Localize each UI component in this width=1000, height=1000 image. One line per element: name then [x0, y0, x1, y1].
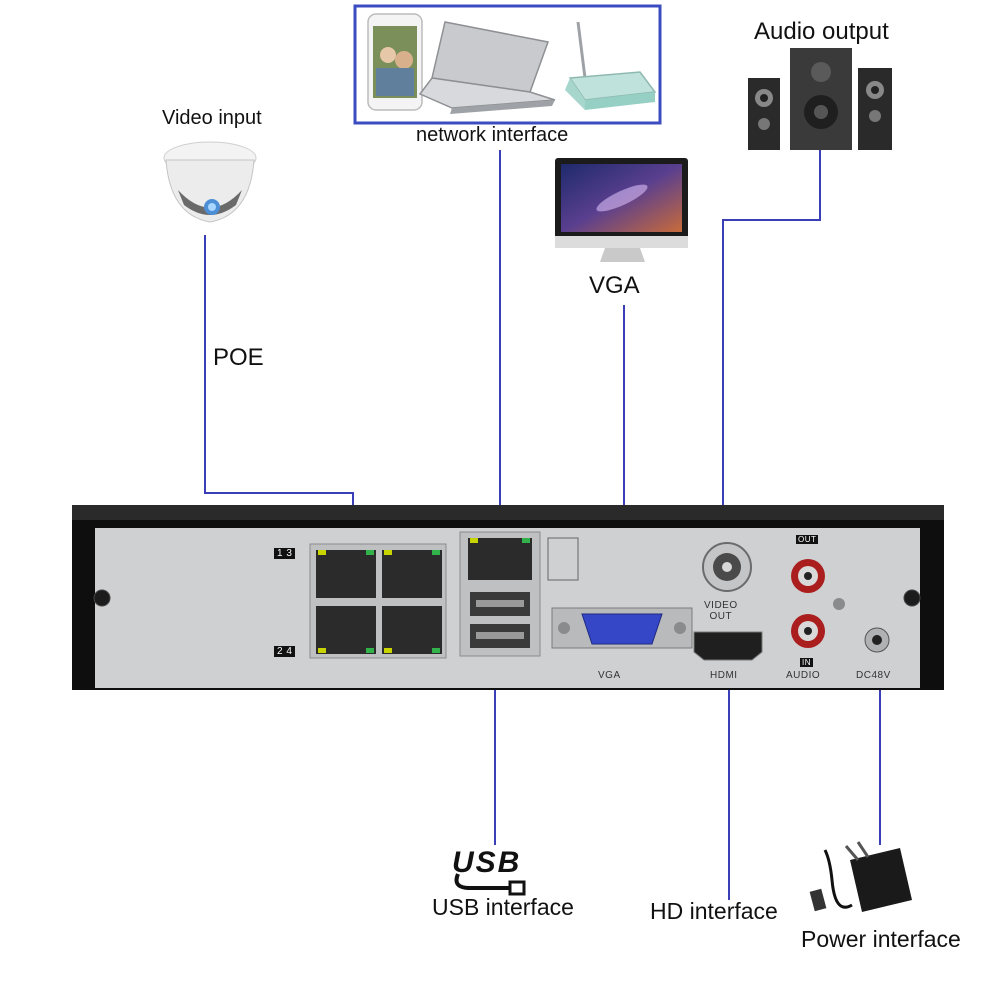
vga-port-label: VGA [598, 670, 621, 681]
rca-out-port [791, 559, 825, 593]
port-group-bottom-label: 2 4 [274, 646, 296, 657]
audio-output-label: Audio output [754, 18, 889, 45]
audio-out-label: OUT [796, 535, 819, 544]
port-group-top-label: 1 3 [274, 548, 296, 559]
power-interface-label: Power interface [801, 926, 961, 952]
lan-usb-stack [459, 531, 541, 657]
audio-in-label: IN [800, 658, 813, 667]
video-input-label: Video input [162, 107, 262, 129]
vga-port [551, 607, 693, 649]
vga-label: VGA [589, 272, 640, 299]
network-interface-label: network interface [416, 124, 569, 146]
video-out-label: VIDEO OUT [704, 600, 738, 622]
dc-port-label: DC48V [856, 670, 891, 681]
audio-line [722, 150, 821, 505]
hdmi-port-label: HDMI [710, 670, 738, 681]
network-interface-box [353, 4, 662, 125]
poe-label: POE [213, 344, 264, 371]
rca-in-port [791, 614, 825, 648]
usb-logo: USB [452, 846, 522, 879]
bnc-port [702, 542, 752, 592]
hd-interface-label: HD interface [650, 898, 778, 924]
usb-interface-label: USB interface [432, 894, 574, 920]
audio-port-label: AUDIO [786, 670, 821, 681]
dc-jack [864, 627, 890, 653]
poe-ports [309, 543, 447, 659]
hdmi-port [693, 631, 763, 661]
